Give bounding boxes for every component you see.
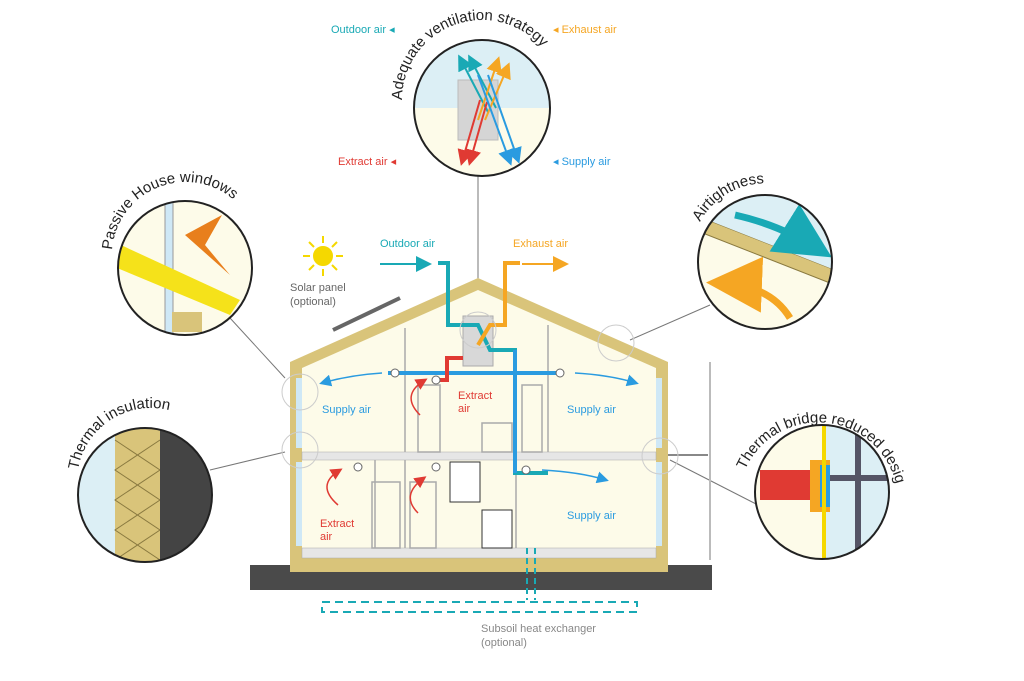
airtightness-detail-circle: Airtightness	[689, 170, 833, 330]
solar-panel	[332, 296, 401, 332]
extract-air-upper-2: air	[458, 403, 471, 415]
subsoil-optional: (optional)	[481, 637, 527, 649]
legend-supply-air: ◂ Supply air	[553, 156, 611, 168]
extract-air-upper: Extract	[458, 390, 492, 402]
subsoil-heat-exchanger	[321, 548, 638, 613]
supply-air-upper-right: Supply air	[567, 404, 616, 416]
exhaust-duct	[476, 261, 520, 347]
solar-panel-label: Solar panel	[290, 282, 346, 294]
extract-air-lower: Extract	[320, 518, 354, 530]
extract-air-lower-2: air	[320, 531, 333, 543]
sun-icon	[303, 236, 343, 276]
legend-exhaust-air: ◂ Exhaust air	[553, 24, 617, 36]
ventilation-detail-circle: Adequate ventilation strategy	[389, 7, 552, 177]
solar-panel-optional: (optional)	[290, 296, 336, 308]
legend-extract-air: Extract air ◂	[338, 156, 397, 168]
outdoor-air-label: Outdoor air	[380, 238, 435, 250]
legend-outdoor-air: Outdoor air ◂	[331, 24, 395, 36]
windows-detail-circle: Passive House windows	[99, 169, 253, 336]
supply-air-upper-left: Supply air	[322, 404, 371, 416]
exhaust-air-label: Exhaust air	[513, 238, 568, 250]
extract-duct	[436, 356, 463, 382]
staircase	[449, 461, 513, 549]
subsoil-label: Subsoil heat exchanger	[481, 623, 596, 635]
supply-air-lower-right: Supply air	[567, 510, 616, 522]
insulation-detail-circle: Thermal insulation	[65, 395, 213, 563]
house-section	[250, 236, 712, 613]
